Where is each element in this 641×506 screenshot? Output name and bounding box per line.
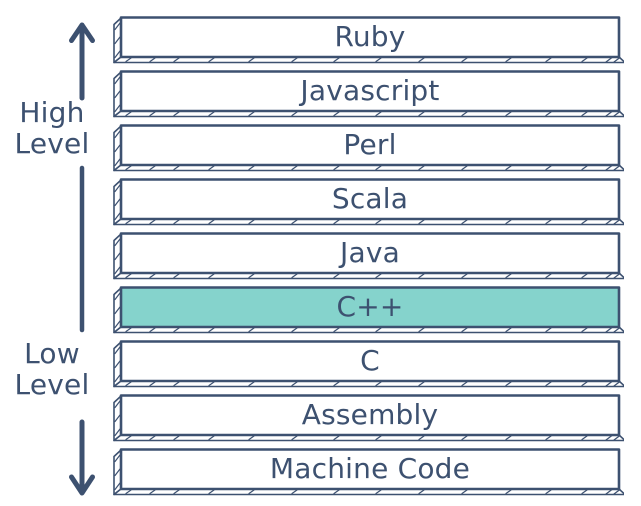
plank-shape	[113, 394, 624, 442]
language-row-java: Java	[112, 232, 624, 280]
plank-shape	[113, 124, 624, 172]
language-label: Ruby	[334, 20, 406, 53]
plank-shape	[113, 448, 624, 496]
language-label: Machine Code	[269, 452, 471, 485]
plank-shape	[113, 16, 624, 64]
language-label: Assembly	[301, 398, 439, 431]
language-label: Scala	[331, 182, 409, 215]
language-row-cpp: C++	[112, 286, 624, 334]
language-row-c: C	[112, 340, 624, 388]
language-row-scala: Scala	[112, 178, 624, 226]
plank-shape	[113, 70, 624, 118]
language-label: Java	[340, 236, 400, 269]
plank-shape	[113, 232, 624, 280]
down-arrow-icon	[69, 419, 95, 496]
language-row-javascript: Javascript	[112, 70, 624, 118]
language-row-perl: Perl	[112, 124, 624, 172]
level-axis	[69, 22, 95, 496]
language-label: Javascript	[300, 74, 440, 107]
plank-shape	[113, 340, 624, 388]
language-row-machine-code: Machine Code	[112, 448, 624, 496]
language-row-assembly: Assembly	[112, 394, 624, 442]
language-label: C++	[336, 290, 404, 323]
language-label: Perl	[343, 128, 397, 161]
language-stack: Ruby Javascript Perl	[112, 16, 624, 502]
language-label: C	[360, 344, 380, 377]
plank-shape	[113, 286, 624, 334]
high-level-label: High Level	[14, 96, 90, 160]
up-arrow-icon	[69, 22, 95, 101]
language-row-ruby: Ruby	[112, 16, 624, 64]
plank-shape	[113, 178, 624, 226]
low-level-label: Low Level	[14, 337, 90, 401]
